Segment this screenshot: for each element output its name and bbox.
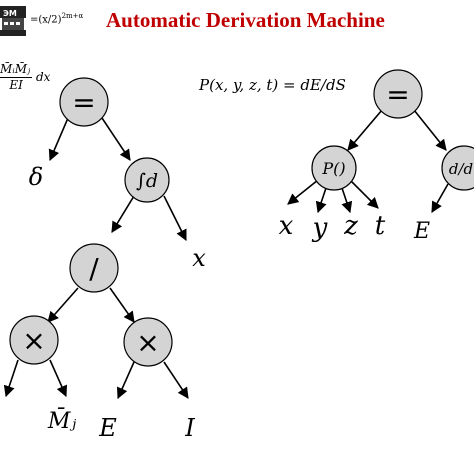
leaf-i: I	[184, 414, 195, 442]
left-root-label: =	[72, 86, 95, 119]
edge-func-t	[349, 179, 379, 209]
edge-divide-timesleft	[47, 287, 79, 323]
integral-label: ∫d	[136, 170, 158, 192]
formula-left-numerator: M̄ᵢM̄ⱼ	[0, 62, 33, 78]
deriv-label: d/d	[449, 160, 473, 178]
leaf-delta: δ	[29, 163, 43, 191]
page-title: Automatic Derivation Machine	[106, 8, 385, 32]
leaf-t: t	[375, 211, 386, 241]
logo-formula-exp: 2m+α	[61, 12, 84, 20]
right-root-node: =	[373, 69, 423, 119]
times-right-node: ×	[123, 317, 173, 367]
integral-node: ∫d	[124, 157, 170, 203]
edge-root-delta	[48, 117, 69, 162]
edge-timesright-i	[163, 361, 189, 399]
formula-right: P(x, y, z, t) = dE/dS	[199, 76, 346, 94]
edge-deriv-e	[431, 183, 449, 213]
logo-icon: ЭМ	[0, 6, 26, 36]
leaf-e-left: E	[98, 414, 117, 442]
times-left-label: ×	[22, 324, 45, 357]
right-tree-edges	[287, 109, 449, 214]
deriv-node: d/d	[441, 145, 474, 191]
edge-rroot-func	[347, 109, 383, 151]
leaf-y: y	[312, 213, 328, 243]
edge-rroot-deriv	[413, 109, 447, 151]
times-right-label: ×	[136, 326, 159, 359]
left-root-node: =	[59, 77, 109, 127]
edge-func-z	[341, 187, 353, 214]
edge-timesleft-mj	[49, 359, 68, 398]
times-left-node: ×	[9, 315, 59, 365]
logo-formula-base: =(x/2)	[30, 14, 62, 26]
edge-integral-divide	[111, 195, 135, 233]
left-tree-edges	[3, 117, 189, 400]
logo-text: ЭМ	[3, 9, 17, 18]
leaf-x-right: x	[279, 211, 294, 241]
func-label: P()	[321, 159, 345, 178]
right-root-label: =	[386, 78, 409, 111]
divide-node: /	[69, 243, 119, 293]
formula-left: M̄ᵢM̄ⱼ EI dx	[0, 62, 50, 93]
func-node: P()	[311, 145, 357, 191]
edge-divide-timesright	[109, 287, 135, 323]
leaf-e-right: E	[413, 219, 430, 244]
leaf-x-left: x	[192, 244, 206, 272]
edge-root-integral	[101, 117, 131, 161]
formula-left-denominator: EI	[9, 78, 23, 92]
leaf-mj: M̄ⱼ	[47, 407, 77, 434]
edge-func-x	[287, 179, 319, 205]
logo-formula: =(x/2)2m+α	[30, 12, 83, 25]
divide-label: /	[89, 252, 99, 285]
edge-func-y	[315, 187, 327, 214]
edge-integral-x	[163, 195, 187, 242]
edge-timesright-e	[116, 361, 135, 400]
leaf-z: z	[343, 211, 358, 241]
edge-timesleft-left	[3, 359, 19, 398]
formula-left-dx: dx	[36, 70, 51, 84]
